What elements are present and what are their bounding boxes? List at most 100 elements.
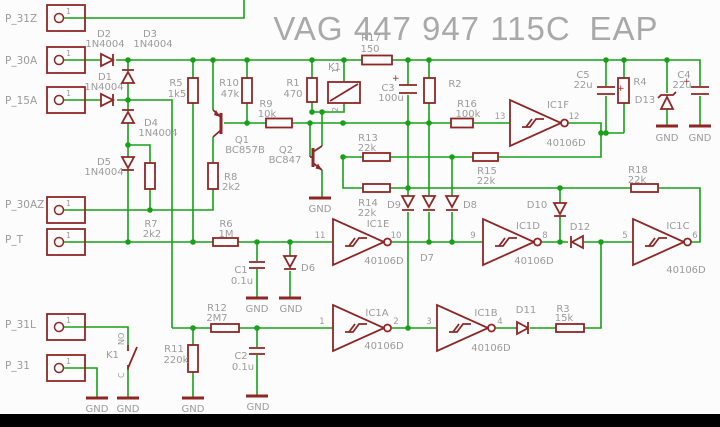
diode-d6: D6 <box>282 255 315 274</box>
relay-ref: K1 <box>328 62 341 73</box>
gate-part-number: 40106D <box>471 343 511 354</box>
gate-ref: IC1D <box>516 221 540 232</box>
resistor-r12: R12 2M7 <box>206 303 240 333</box>
diode-ref: D13 <box>635 95 655 106</box>
connector-pin-number: 1 <box>66 231 71 240</box>
connector-pin-number: 1 <box>66 357 71 366</box>
resistor-r16: R16 100k <box>450 99 481 129</box>
resistor-r10: R10 47k <box>219 77 253 104</box>
diode-d10: D10 <box>527 200 568 217</box>
connector-p31: P_31 1 <box>5 354 86 382</box>
diode-ref: D2 <box>97 29 111 40</box>
polarity-plus-icon: + <box>392 74 400 84</box>
capacitor-ref: C1 <box>234 265 247 276</box>
gate-ref: IC1B <box>474 308 497 319</box>
diode-ref: D10 <box>527 200 547 211</box>
gate-pin-out: 8 <box>542 231 547 241</box>
capacitor-c1: C1 0.1u <box>231 261 265 287</box>
relay-contact-k1: K1 NO C <box>106 333 138 378</box>
connector-p30a: P_30A 1 <box>5 46 86 74</box>
resistor-value: 2k2 <box>143 229 162 240</box>
resistor-value: 220k <box>164 355 189 366</box>
connector-p31l: P_31L 1 <box>5 313 86 341</box>
resistor-ref: R17 <box>361 33 381 44</box>
gate-pin-out: 2 <box>393 317 398 327</box>
resistor-ref: R2 <box>448 79 461 90</box>
resistor-value: 1M <box>219 229 234 240</box>
diode-ref: D1 <box>98 72 112 83</box>
resistor-ref: R3 <box>556 304 569 315</box>
resistor-ref: R6 <box>219 219 232 230</box>
resistor-value: 22k <box>358 208 377 219</box>
resistor-ref: R7 <box>144 219 157 230</box>
resistor-r3: R3 15k <box>555 304 585 333</box>
schematic-title-suffix: EAP <box>589 10 658 47</box>
resistor-ref: R9 <box>259 99 272 110</box>
diode-d5: D5 1N4004 <box>84 156 136 178</box>
resistor-r8: R8 2k2 <box>207 162 241 193</box>
resistor-value: 22k <box>628 175 647 186</box>
diode-value: 1N4004 <box>133 39 172 50</box>
capacitor-c5: + C5 22u <box>573 70 625 95</box>
capacitor-ref: C4 <box>677 70 690 81</box>
resistor-r13: R13 22k <box>358 133 391 162</box>
resistor-ref: R12 <box>207 303 227 314</box>
resistor-r6: R6 1M <box>212 219 239 247</box>
gate-ic1f: IC1F 40106D 13 12 <box>495 98 586 149</box>
connector-p15a: P_15A 1 <box>5 86 86 114</box>
gate-ic1b: IC1B 40106D 3 4 <box>426 303 511 354</box>
gnd-label: GND <box>246 304 269 315</box>
gate-pin-in: 3 <box>426 317 431 327</box>
gate-ic1e: IC1E 40106D 11 10 <box>315 217 404 267</box>
capacitor-value: 0.1u <box>232 362 254 373</box>
resistor-value: 1k5 <box>168 89 187 100</box>
resistor-value: 2k2 <box>222 182 241 193</box>
resistor-value: 150 <box>360 44 379 55</box>
diode-ref: D4 <box>144 118 158 129</box>
resistor-r4: R4 <box>617 77 647 104</box>
gate-pin-in: 13 <box>495 112 506 122</box>
gate-pin-out: 10 <box>391 231 402 241</box>
diode-d8: D8 <box>444 195 477 211</box>
gate-pin-in: 5 <box>622 231 627 241</box>
resistor-r7: R7 2k2 <box>143 162 162 240</box>
polarity-plus-icon: + <box>683 77 691 87</box>
resistor-value: 470 <box>283 89 302 100</box>
diode-d3: D3 1N4004 <box>120 29 173 84</box>
capacitor-value: 22u <box>573 80 592 91</box>
gate-pin-out: 4 <box>497 317 502 327</box>
schematic-title: VAG 447 947 115C <box>273 10 570 47</box>
resistor-ref: R16 <box>457 99 477 110</box>
diode-d1: D1 1N4004 <box>84 72 124 108</box>
diode-value: 1N4004 <box>84 167 123 178</box>
resistor-r18: R18 22k <box>628 165 659 193</box>
connector-pin-number: 1 <box>66 199 71 208</box>
diode-d9: D9 <box>387 195 416 211</box>
gate-part-number: 40106D <box>364 256 404 267</box>
relay-pin-1: 1 <box>331 68 340 73</box>
gate-ref: IC1C <box>666 221 689 232</box>
diode-ref: D9 <box>387 200 401 211</box>
gate-ic1a: IC1A 40106D 1 2 <box>319 303 404 353</box>
transistor-value: BC847 <box>269 155 302 166</box>
diode-ref: D8 <box>463 200 477 211</box>
gate-pin-in: 11 <box>315 231 326 241</box>
gate-part-number: 40106D <box>666 265 706 276</box>
gate-ic1d: IC1D 40106D 9 8 <box>470 217 554 267</box>
resistor-r2: R2 <box>423 77 462 104</box>
connector-pt: P_T 1 <box>5 228 86 256</box>
connector-pin-number: 1 <box>66 7 71 16</box>
ground-symbols: GND GND GND GND GND GND GND GND GND <box>86 124 712 415</box>
capacitor-value: 100u <box>378 93 403 104</box>
resistor-ref: R11 <box>164 344 184 355</box>
diode-d11: D11 <box>516 305 536 336</box>
diode-ref: D6 <box>301 263 315 274</box>
gate-pin-in: 1 <box>319 317 324 327</box>
resistor-r17: R17 150 <box>360 33 393 66</box>
capacitor-ref: C2 <box>234 351 247 362</box>
connector-label: P_30AZ <box>5 199 44 211</box>
capacitor-ref: C3 <box>381 83 394 94</box>
transistor-ref: Q2 <box>279 145 293 156</box>
